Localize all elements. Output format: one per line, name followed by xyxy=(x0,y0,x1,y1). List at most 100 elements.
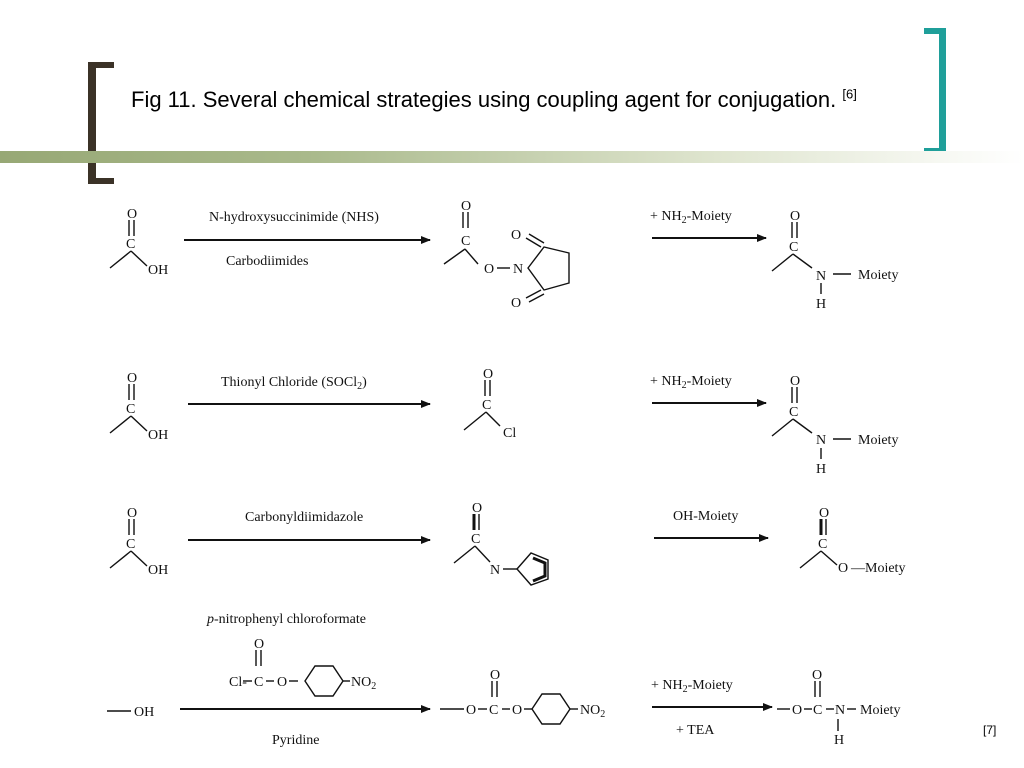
row2-reagent-sub: 2 xyxy=(357,381,362,392)
row1-amide-moiety: Moiety xyxy=(858,268,898,283)
row2-amide-H: H xyxy=(816,462,826,477)
row1-amide-C: C xyxy=(789,240,798,255)
row1-step2-reagent: + NH2-Moiety xyxy=(650,209,732,226)
row4-carbonate-O-left: O xyxy=(466,703,476,718)
row2-acyl-chloride xyxy=(463,380,501,431)
row3-imidazolide-N: N xyxy=(490,563,500,578)
row4-reagent-NO2-main: NO xyxy=(351,675,371,690)
row4-reagent-italic: p xyxy=(206,612,214,627)
row1-ester-O-top: O xyxy=(461,199,471,214)
row2-acid-O: O xyxy=(127,371,137,386)
row4-reagent-NO2-sub: 2 xyxy=(371,681,376,692)
row4-step2-reagent: + NH2-Moiety xyxy=(651,678,733,695)
row3-ester xyxy=(799,519,838,569)
row4-reagent: p-nitrophenyl chloroformate xyxy=(206,612,366,627)
row1-amide-O: O xyxy=(790,209,800,224)
row1-step2-pre: + NH xyxy=(650,209,682,224)
row2-step2-post: -Moiety xyxy=(687,374,732,389)
row2-amide xyxy=(771,387,851,459)
row4-carbamate-moiety: Moiety xyxy=(860,703,900,718)
row4-carbonate-O-right: O xyxy=(512,703,522,718)
row1-ester-O-ring-top: O xyxy=(511,228,521,243)
row2-step2-reagent: + NH2-Moiety xyxy=(650,374,732,391)
row4-reagent-C: C xyxy=(254,675,263,690)
row2-chloride-Cl: Cl xyxy=(503,426,516,441)
row2-acid-C: C xyxy=(126,402,135,417)
row4-reagent-rest: -nitrophenyl chloroformate xyxy=(214,612,366,627)
row4-reagent-O-top: O xyxy=(254,637,264,652)
row4-reagent-O-link: O xyxy=(277,675,287,690)
row3-acid-C: C xyxy=(126,537,135,552)
row4-step2-sub: 2 xyxy=(683,684,688,695)
row2-step2-sub: 2 xyxy=(682,380,687,391)
row3-reagent: Carbonyldiimidazole xyxy=(245,510,363,525)
row1-ester-N: N xyxy=(513,262,523,277)
row1-reagent: N-hydroxysuccinimide (NHS) xyxy=(209,210,379,225)
slide-footnote: [7] xyxy=(983,723,997,737)
row2-step2-pre: + NH xyxy=(650,374,682,389)
row4-carbonate-NO2-sub: 2 xyxy=(600,709,605,720)
row3-ester-moiety-dash: — xyxy=(850,561,866,576)
row4-step2-pre: + NH xyxy=(651,678,683,693)
row1-step2-sub: 2 xyxy=(682,215,687,226)
row3-imidazolide xyxy=(453,514,549,586)
row1-nhs-ester xyxy=(443,212,570,303)
row4-carbonate-O-top: O xyxy=(490,668,500,683)
row2-acid-OH: OH xyxy=(148,428,168,443)
row3-imidazolide-O: O xyxy=(472,501,482,516)
row1-ester-C: C xyxy=(461,234,470,249)
left-bracket-decoration xyxy=(88,62,114,184)
row1-acid-C: C xyxy=(126,237,135,252)
row2-amide-O: O xyxy=(790,374,800,389)
row3-acid-OH: OH xyxy=(148,563,168,578)
row1-reagent-below: Carbodiimides xyxy=(226,254,308,269)
row4-step2-below: + TEA xyxy=(676,723,715,738)
row1-amide xyxy=(771,222,851,294)
row4-reagent-NO2: NO2 xyxy=(351,675,376,692)
row2-chloride-C: C xyxy=(482,398,491,413)
row3-acid-O: O xyxy=(127,506,137,521)
row4-reagent-structure xyxy=(243,650,350,697)
row3-ester-O-top: O xyxy=(819,506,829,521)
slide-title: Fig 11. Several chemical strategies usin… xyxy=(131,85,891,114)
slide-title-text: Fig 11. Several chemical strategies usin… xyxy=(131,87,837,112)
row2-reagent-pre: Thionyl Chloride (SOCl xyxy=(221,375,357,390)
row4-reagent-Cl: Cl- xyxy=(229,675,247,690)
row4-carbonate-C: C xyxy=(489,703,498,718)
row3-ester-moiety: —Moiety xyxy=(850,561,905,576)
row2-reagent: Thionyl Chloride (SOCl2) xyxy=(221,375,367,392)
row3-step2-reagent: OH-Moiety xyxy=(673,509,738,524)
row4-carbamate-H: H xyxy=(834,733,844,748)
row1-amide-H: H xyxy=(816,297,826,312)
row1-acid-OH: OH xyxy=(148,263,168,278)
row3-ester-moiety-label: Moiety xyxy=(865,561,905,576)
row3-carboxylic-acid xyxy=(109,519,148,569)
row4-carbamate-O-link: O xyxy=(792,703,802,718)
row2-chloride-O: O xyxy=(483,367,493,382)
row4-carbamate-O-top: O xyxy=(812,668,822,683)
row4-carbamate-N: N xyxy=(835,703,845,718)
row4-carbamate-C: C xyxy=(813,703,822,718)
row4-reagent-below: Pyridine xyxy=(272,733,319,748)
row4-carbamate xyxy=(777,681,856,731)
row4-alcohol-OH: OH xyxy=(134,705,154,720)
row4-carbonate xyxy=(440,681,578,725)
title-citation: [6] xyxy=(842,86,857,102)
title-rule xyxy=(0,151,1024,163)
row1-carboxylic-acid xyxy=(109,220,148,269)
row4-carbonate-NO2-main: NO xyxy=(580,703,600,718)
row4-step2-post: -Moiety xyxy=(688,678,733,693)
row1-acid-O: O xyxy=(127,207,137,222)
row3-ester-O-link: O xyxy=(838,561,848,576)
row3-imidazolide-C: C xyxy=(471,532,480,547)
row2-amide-N: N xyxy=(816,433,826,448)
row2-reagent-post: ) xyxy=(362,375,367,390)
row2-carboxylic-acid xyxy=(109,384,148,434)
row1-ester-O-ring-bottom: O xyxy=(511,296,521,311)
row2-amide-moiety: Moiety xyxy=(858,433,898,448)
row2-amide-C: C xyxy=(789,405,798,420)
row4-carbonate-NO2: NO2 xyxy=(580,703,605,720)
row1-amide-N: N xyxy=(816,269,826,284)
row1-step2-post: -Moiety xyxy=(687,209,732,224)
